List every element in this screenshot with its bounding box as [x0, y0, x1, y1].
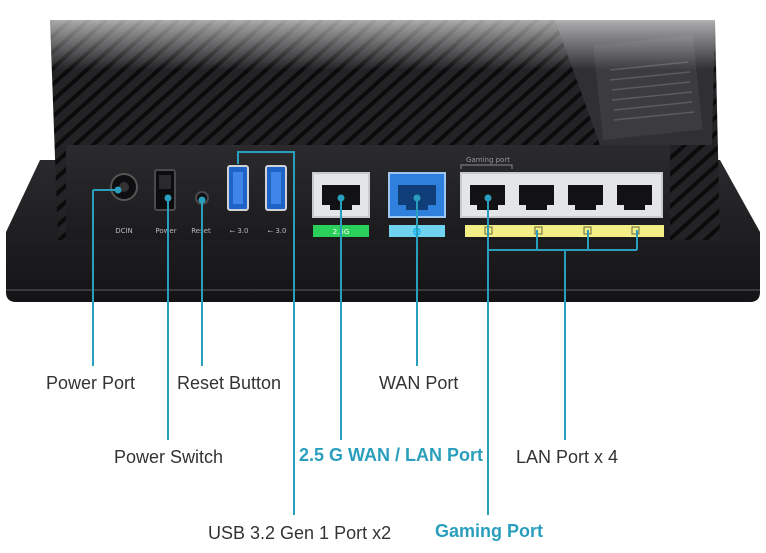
- lan-port-x4-label: LAN Port x 4: [516, 447, 619, 467]
- lan-port-4[interactable]: [617, 185, 652, 210]
- lan-port-3[interactable]: [568, 185, 603, 210]
- gaming-port-caption: Gaming port: [466, 156, 510, 164]
- usb1-label: ⭠ 3.0: [230, 227, 249, 235]
- usb2-label: ⭠ 3.0: [268, 227, 287, 235]
- reset-button-label: Reset Button: [177, 373, 282, 393]
- gaming-port-label: Gaming Port: [435, 521, 544, 541]
- power-switch-label: Power Switch: [114, 447, 224, 467]
- badge-lan: [465, 225, 664, 237]
- lan-port-2[interactable]: [519, 185, 554, 210]
- dcin-label: DCIN: [115, 227, 133, 235]
- wan-lan-2-5g-label: 2.5 G WAN / LAN Port: [299, 445, 484, 465]
- power-label: Power: [155, 227, 176, 235]
- wan-port-label: WAN Port: [379, 373, 459, 393]
- callout-lines: [92, 152, 638, 515]
- usb-ports-label: USB 3.2 Gen 1 Port x2: [208, 523, 392, 543]
- power-port-label: Power Port: [46, 373, 136, 393]
